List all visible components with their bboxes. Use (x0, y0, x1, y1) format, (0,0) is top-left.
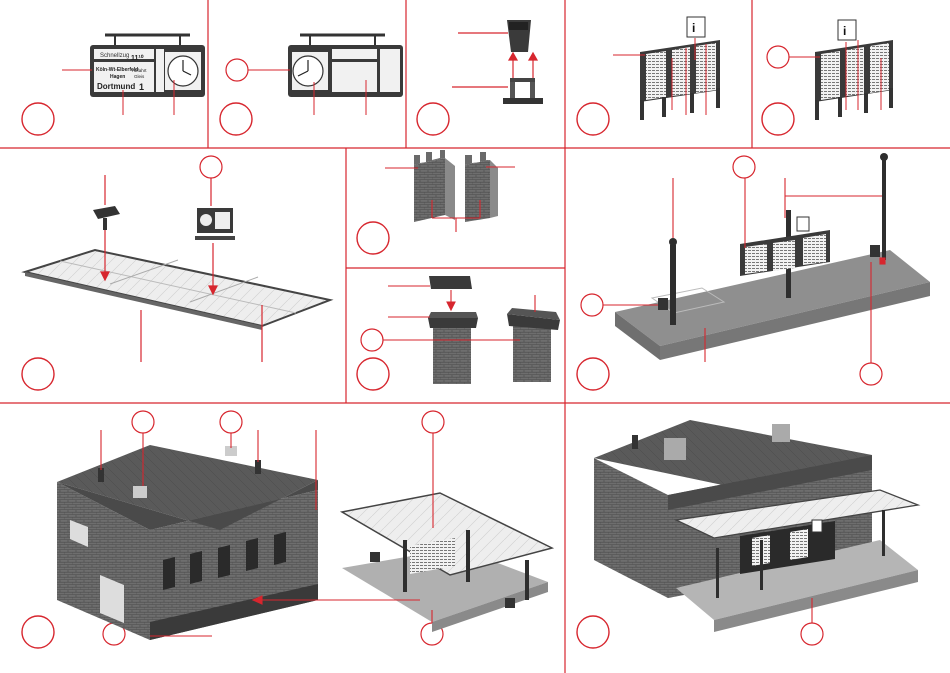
sign-route2: Hagen (110, 74, 125, 80)
step-circle (357, 222, 389, 254)
step-2-sign (248, 35, 403, 115)
info-icon: i (692, 21, 695, 35)
sign-line1: Schnellzug (100, 53, 129, 59)
step-circle (357, 358, 389, 390)
step-circle (22, 616, 54, 648)
sign-time: 11¹⁰ (131, 54, 144, 62)
info-icon: i (843, 24, 846, 38)
step-circle (22, 103, 54, 135)
step-5-boards: i (789, 20, 893, 120)
sign-platform-label: Abfahrt (132, 68, 147, 73)
step-10-building (57, 430, 552, 640)
step-3-bin (452, 20, 543, 104)
step-1-sign: Schnellzug Köln-Wt-Elberfeld Hagen Dortm… (62, 35, 205, 115)
step-circle (577, 103, 609, 135)
step-circle (577, 616, 609, 648)
step-9-platform (603, 153, 930, 363)
step-circle (417, 103, 449, 135)
step-8-chimney-cap (383, 276, 560, 384)
step-6-roof (25, 175, 330, 362)
step-7-chimney (385, 150, 515, 232)
step-circle (220, 103, 252, 135)
step-circle (22, 358, 54, 390)
step-circle (577, 358, 609, 390)
step-11-station (594, 420, 918, 632)
step-circle (762, 103, 794, 135)
step-4-boards: i (613, 17, 720, 120)
sign-destination: Dortmund (97, 82, 135, 91)
sign-platform-label2: Gleis (134, 74, 145, 79)
sign-platform-no: 1 (139, 82, 144, 92)
